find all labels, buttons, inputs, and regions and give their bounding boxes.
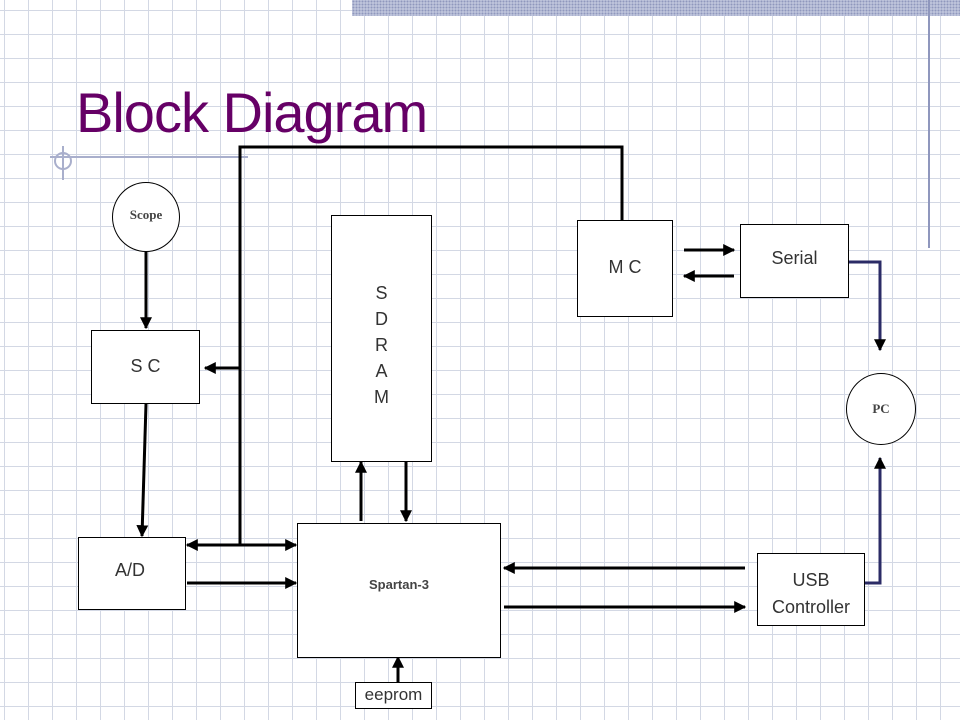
sc-label: S C [130,356,161,376]
scope-label: Scope [129,207,163,222]
wire-usb-to-pc [865,456,886,585]
title-underline [50,156,248,158]
sdram-block: S D R A M [331,215,432,462]
sdram-letter-d: D [375,309,388,329]
slide-title: Block Diagram [76,81,428,144]
serial-label: Serial [771,248,818,268]
usb-label-line1: USB [792,570,830,590]
wire-serial-to-pc [849,260,886,352]
spartan-block: Spartan-3 [297,523,501,658]
sdram-label: S D R A M [332,280,431,410]
sdram-letter-m: M [374,387,389,407]
eeprom-block: eeprom [355,682,432,709]
mc-label: M C [608,257,642,277]
usb-label-line2: Controller [771,597,851,617]
serial-block: Serial [740,224,849,298]
sc-block: S C [91,330,200,404]
sdram-letter-a: A [375,361,388,381]
ad-label: A/D [114,560,145,580]
wire-mc-to-sc-loop [238,145,624,545]
sdram-letter-s: S [375,283,388,303]
usb-controller-label: USB Controller [758,567,864,621]
sdram-letter-r: R [375,335,388,355]
pc-node: PC [846,373,916,445]
ad-block: A/D [78,537,186,610]
title-ornament-ring [54,152,72,170]
spartan-label: Spartan-3 [369,577,429,592]
usb-controller-block: USB Controller [757,553,865,626]
mc-block: M C [577,220,673,317]
pc-label: PC [872,401,890,416]
wire-sc-to-ad [136,403,149,538]
right-accent-rule [928,0,930,248]
header-texture-band [352,0,960,16]
scope-node: Scope [112,182,180,252]
eeprom-label: eeprom [364,685,423,704]
